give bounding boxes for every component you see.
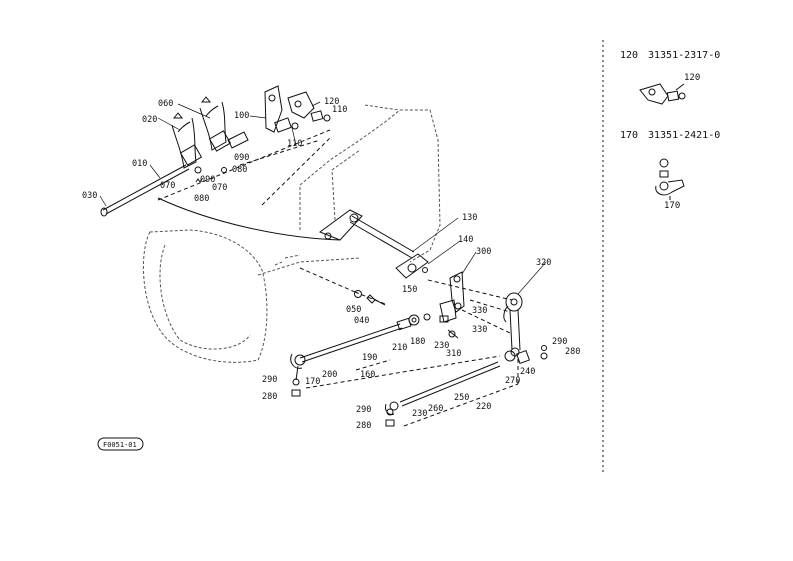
pivot-lever-320: [503, 292, 523, 357]
callout-330: 330: [472, 325, 487, 335]
callout-260: 260: [428, 404, 443, 414]
callout-080: 080: [194, 194, 209, 204]
callout-250: 250: [454, 393, 469, 403]
shift-rod-010: [100, 164, 190, 217]
callout-070: 070: [212, 183, 227, 193]
bell-crank-300: [439, 271, 465, 323]
callout-290: 290: [356, 405, 371, 415]
parts-index-partno-170: 31351-2421-0: [648, 130, 720, 141]
part-170-icon: [655, 158, 685, 200]
callout-110: 110: [287, 139, 302, 149]
shift-lever-120: [287, 91, 331, 122]
callout-290: 290: [552, 337, 567, 347]
shift-lever-100: [264, 85, 299, 133]
callout-170: 170: [305, 377, 320, 387]
callout-200: 200: [322, 370, 337, 380]
callout-280: 280: [356, 421, 371, 431]
reference-stamp-frame: [97, 437, 144, 451]
callout-050: 050: [346, 305, 361, 315]
callout-010: 010: [132, 159, 147, 169]
callout-300: 300: [476, 247, 491, 257]
joint-270: [504, 349, 548, 365]
callout-330: 330: [472, 306, 487, 316]
joint-200: [290, 353, 306, 381]
callout-320: 320: [536, 258, 551, 268]
parts-index-ref-120: 120: [620, 50, 638, 61]
callout-110: 110: [332, 105, 347, 115]
callout-090: 090: [234, 153, 249, 163]
joint-180: [396, 313, 431, 331]
callout-100: 100: [234, 111, 249, 121]
callout-190: 190: [362, 353, 377, 363]
callout-230: 230: [412, 409, 427, 419]
callout-180: 180: [410, 337, 425, 347]
callout-150: 150: [402, 285, 417, 295]
callout-270: 270: [505, 376, 520, 386]
shift-fork-020: [171, 112, 203, 169]
shift-fork-060: [199, 96, 249, 152]
callout-040: 040: [354, 316, 369, 326]
callout-160: 160: [360, 370, 375, 380]
rod-250: [399, 361, 501, 407]
callout-090: 090: [200, 175, 215, 185]
callout-130: 130: [462, 213, 477, 223]
callout-310: 310: [446, 349, 461, 359]
callout-020: 020: [142, 115, 157, 125]
callout-140: 140: [458, 235, 473, 245]
rod-190: [299, 323, 403, 363]
callout-280: 280: [262, 392, 277, 402]
callout-210: 210: [392, 343, 407, 353]
reference-stamp: F0051-01: [103, 441, 137, 449]
callout-060: 060: [158, 99, 173, 109]
callout-030: 030: [82, 191, 97, 201]
parts-index-partno-120: 31351-2317-0: [648, 50, 720, 61]
callout-120: 120: [324, 97, 339, 107]
callout-labels: 060 020 010 030 070 090 090 080 070 080 …: [82, 97, 580, 431]
callout-280: 280: [565, 347, 580, 357]
parts-index-ref-170: 170: [620, 130, 638, 141]
cross-shaft: [157, 197, 341, 241]
parts-index: 120 31351-2317-0 120 170 31351-2421-0 17…: [620, 50, 720, 211]
callout-080: 080: [232, 165, 247, 175]
callout-290: 290: [262, 375, 277, 385]
parts-index-callout-120: 120: [684, 73, 700, 83]
nut-050: [354, 290, 362, 298]
part-120-icon: [639, 83, 686, 105]
nuts-280-290: [291, 345, 547, 427]
callout-240: 240: [520, 367, 535, 377]
callout-230: 230: [434, 341, 449, 351]
callout-220: 220: [476, 402, 491, 412]
bolt-040: [366, 294, 386, 306]
callout-070: 070: [160, 181, 175, 191]
bolt-330: [439, 315, 459, 339]
bracket-130: [318, 209, 429, 279]
parts-index-callout-170: 170: [664, 201, 680, 211]
